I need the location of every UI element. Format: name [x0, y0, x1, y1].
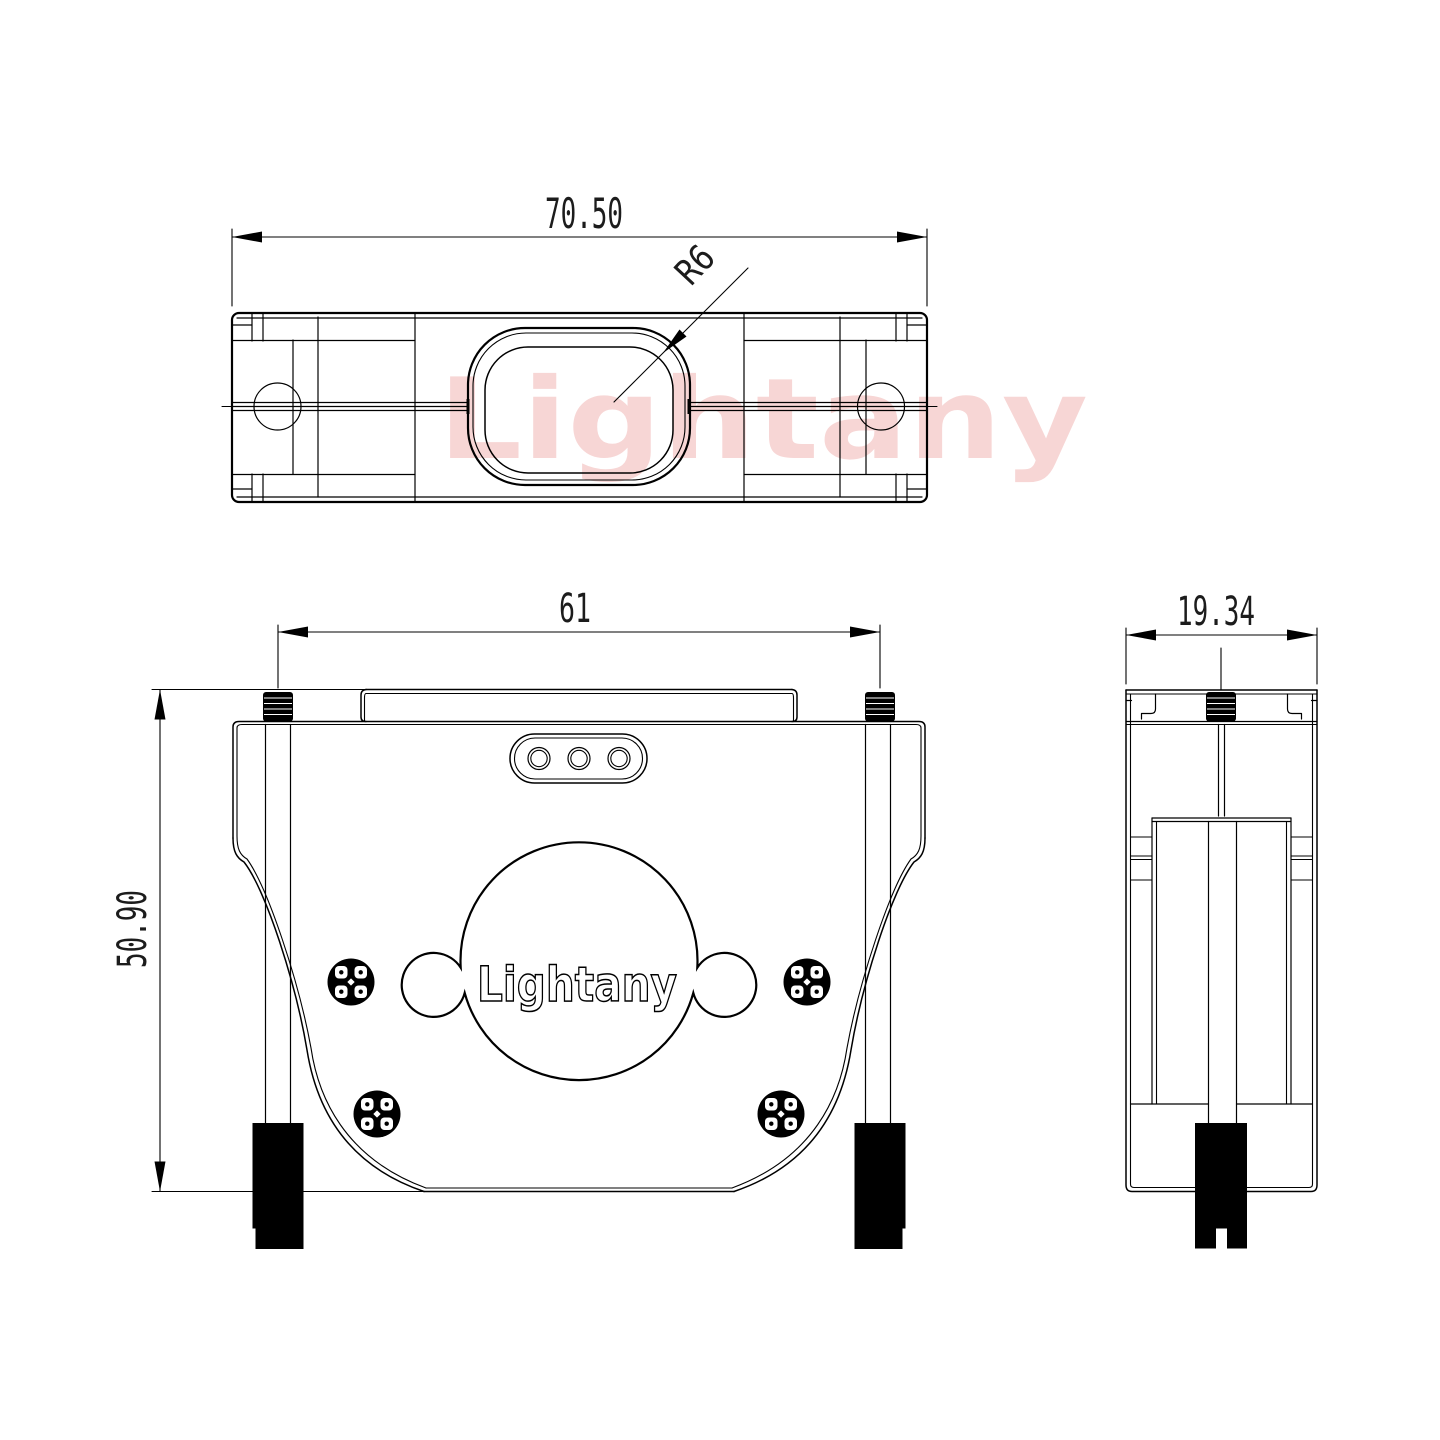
vent-outline-inner: [513, 737, 644, 780]
phillips-screw-top-right: [783, 958, 831, 1006]
dimension-19-34: 19.34: [1125, 589, 1318, 685]
front-view: Lightany: [110, 586, 926, 1249]
front-left-step-inner: [363, 692, 367, 723]
dim-70-value: 70.50: [545, 189, 623, 238]
vent-hole-2: [567, 746, 591, 771]
dim-19-value: 19.34: [1177, 589, 1255, 635]
dimension-70-50: 70.50: [231, 189, 928, 307]
side-cable-channel: [1207, 820, 1238, 1124]
dim-50-extension-lines: [151, 688, 425, 1193]
phillips-screw-top-left: [327, 958, 375, 1006]
front-right-step-inner: [791, 692, 795, 723]
side-right-hook: [1286, 693, 1318, 720]
side-screw-shaft: [1217, 723, 1226, 817]
jackscrew-shafts: [264, 723, 892, 1124]
dim-61-arrow-left: [278, 626, 308, 638]
vent-hole-2-inner: [570, 749, 588, 768]
front-right-taper-outer: [733, 837, 926, 1193]
dim-70-extension-lines: [231, 228, 928, 307]
front-right-taper-inner: [731, 835, 922, 1189]
dim-50-arrow-top: [154, 689, 166, 720]
top-view-corner-steps: [231, 324, 928, 490]
dim-50-value: 50.90: [110, 890, 156, 968]
side-view: 19.34: [1125, 589, 1318, 1249]
side-grommet-block: [1195, 1123, 1247, 1249]
cable-opening-outer: [466, 326, 692, 487]
side-right-notches: [1290, 836, 1314, 881]
vent-hole-3-inner: [610, 749, 628, 768]
right-jackscrew-thread: [865, 692, 895, 722]
watermark: Lightany: [438, 355, 1088, 485]
top-view-left-screw-head: [253, 382, 302, 431]
vent-outline-outer: [509, 733, 648, 784]
front-left-taper-outer: [232, 837, 425, 1193]
boss-cloud-outline: [400, 841, 758, 1082]
vent-hole-1-inner: [530, 749, 548, 768]
top-view-left-partitions: [251, 312, 416, 503]
side-shell-outline: [1125, 689, 1318, 1193]
vent-hole-1: [527, 746, 551, 771]
cable-opening-inner: [484, 346, 674, 474]
front-left-jackscrew: [263, 692, 293, 722]
watermark-text: Lightany: [438, 355, 1088, 485]
dim-70-arrow-right: [897, 231, 927, 243]
dim-19-arrow-right: [1287, 629, 1317, 641]
left-jackscrew-thread: [263, 692, 293, 722]
brand-logo-engraving: Lightany: [477, 957, 677, 1013]
top-view-body-outline: [230, 311, 929, 504]
cable-opening-mid: [472, 332, 686, 481]
front-right-jackscrew: [865, 692, 895, 722]
front-left-taper-inner: [236, 835, 427, 1189]
top-view-split-lines: [231, 401, 928, 412]
dim-70-arrow-left: [232, 231, 262, 243]
dim-61-extension-lines: [277, 624, 881, 689]
dimension-61: 61: [277, 586, 881, 689]
phillips-screw-bottom-right: [757, 1090, 805, 1138]
right-grommet-block: [854, 1123, 906, 1249]
radius-leader-arrowhead: [663, 329, 687, 353]
front-flange-inner: [236, 723, 922, 837]
phillips-screw-bottom-left: [353, 1090, 401, 1138]
top-view-right-screw-head: [856, 382, 906, 431]
side-left-hook: [1125, 693, 1157, 720]
side-shell-inner: [1129, 693, 1314, 1189]
dim-19-extension-lines: [1125, 627, 1318, 685]
side-inner-block-sides-inner: [1155, 820, 1288, 1105]
front-flange-outline: [232, 720, 926, 839]
side-screw-thread-lines: [1207, 697, 1235, 715]
dim-19-arrow-left: [1126, 629, 1156, 641]
left-jackscrew-thread-lines: [264, 697, 292, 715]
left-grommet-block: [252, 1123, 304, 1249]
side-screw-thread: [1206, 692, 1236, 722]
dimension-50-90: 50.90: [110, 688, 425, 1193]
radius-label: R6: [668, 237, 724, 293]
dim-61-value: 61: [559, 586, 591, 632]
dim-50-arrow-bottom: [154, 1161, 166, 1192]
right-jackscrew-thread-lines: [866, 697, 894, 715]
vent-hole-3: [607, 746, 631, 771]
side-inner-block-sides: [1151, 817, 1292, 1105]
side-inner-block-top: [1151, 817, 1292, 823]
side-left-notches: [1129, 836, 1153, 881]
top-view-step-lines: [231, 339, 928, 476]
vent-obround: [509, 733, 648, 784]
dim-61-arrow-right: [850, 626, 880, 638]
side-jackscrew: [1206, 647, 1236, 722]
